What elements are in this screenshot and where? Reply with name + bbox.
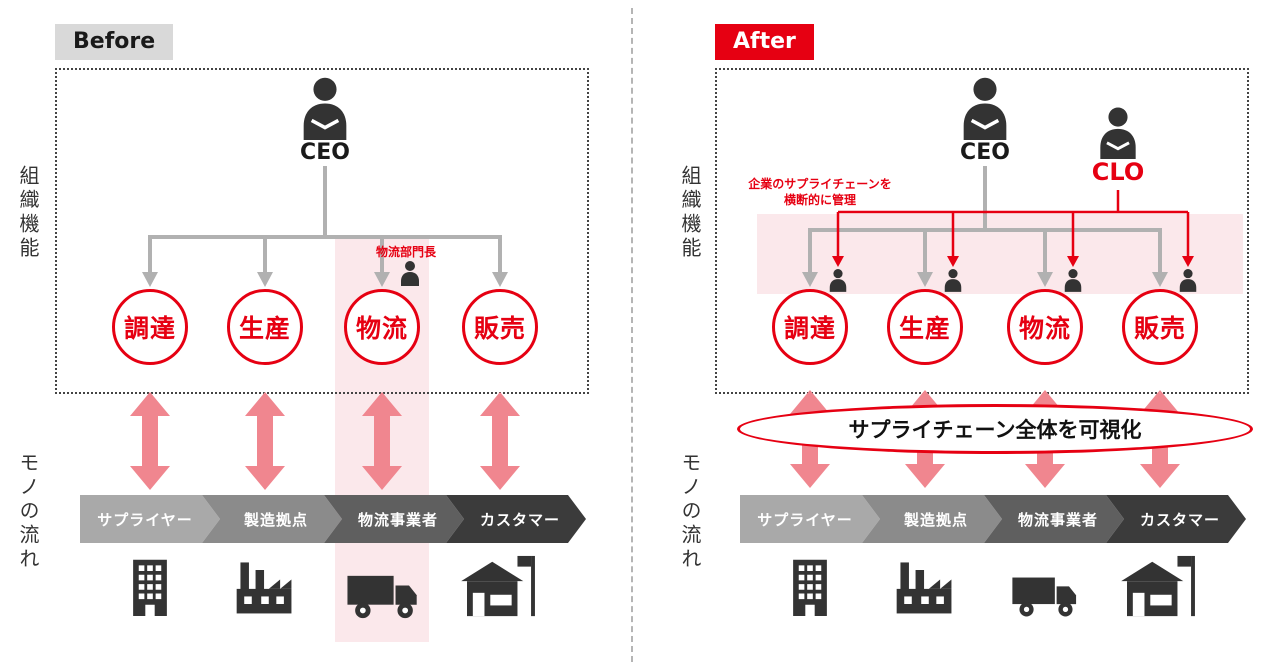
flow-segment-supplier: サプライヤー <box>80 495 220 543</box>
double-arrow-icon <box>130 392 170 490</box>
after-flow-axis-label: モノの流れ <box>678 452 702 572</box>
before-function-circle-sales: 販売 <box>462 289 538 365</box>
before-org-axis-label: 組織機能 <box>16 165 40 261</box>
before-function-circle-logistics: 物流 <box>344 289 420 365</box>
clo-note-line2: 横断的に管理 <box>783 193 856 208</box>
flow-segment-manufacturing: 製造拠点 <box>862 495 1002 543</box>
double-arrow-icon <box>362 392 402 490</box>
before-logistics-head-note: 物流部門長 <box>376 245 437 259</box>
managed-person-icon <box>1179 269 1197 292</box>
ceo-icon <box>963 77 1007 140</box>
store-icon <box>461 555 535 617</box>
flow-segment-supplier: サプライヤー <box>740 495 880 543</box>
before-org-box <box>55 68 589 394</box>
after-badge: After <box>715 24 814 61</box>
after-function-circle-sales: 販売 <box>1122 289 1198 365</box>
before-function-circle-production: 生産 <box>227 289 303 365</box>
managed-person-icon <box>1064 269 1082 292</box>
before-ceo-label: CEO <box>300 140 350 165</box>
double-arrow-icon <box>480 392 520 490</box>
after-clo-label: CLO <box>1091 158 1145 186</box>
factory-icon <box>236 562 292 614</box>
store-icon <box>1121 555 1195 617</box>
after-function-circle-procurement: 調達 <box>772 289 848 365</box>
ceo-icon <box>303 77 347 140</box>
flow-segment-manufacturing: 製造拠点 <box>202 495 342 543</box>
logistics-head-person-icon <box>401 261 419 286</box>
flow-segment-customer: カスタマー <box>1106 495 1246 543</box>
managed-person-icon <box>829 269 847 292</box>
after-org-box <box>715 68 1249 394</box>
truck-icon <box>347 575 417 619</box>
after-org-axis-label: 組織機能 <box>678 165 702 261</box>
supply-chain-visibility-ellipse: サプライチェーン全体を可視化 <box>737 404 1253 454</box>
divider-line <box>631 8 633 662</box>
before-badge: Before <box>55 24 174 61</box>
clo-icon <box>1100 107 1136 159</box>
flow-segment-logistics-provider: 物流事業者 <box>324 495 464 543</box>
after-function-circle-production: 生産 <box>887 289 963 365</box>
double-arrow-icon <box>245 392 285 490</box>
after-ceo-label: CEO <box>960 140 1010 165</box>
managed-person-icon <box>944 269 962 292</box>
before-function-circle-procurement: 調達 <box>112 289 188 365</box>
after-function-circle-logistics: 物流 <box>1007 289 1083 365</box>
clo-note-line1: 企業のサプライチェーンを <box>748 177 892 191</box>
flow-segment-customer: カスタマー <box>446 495 586 543</box>
building-icon <box>133 559 167 616</box>
building-icon <box>793 559 827 616</box>
clo-management-note: 企業のサプライチェーンを 横断的に管理 <box>736 176 904 208</box>
factory-icon <box>896 562 952 614</box>
before-flow-axis-label: モノの流れ <box>16 452 40 572</box>
truck-icon <box>1012 577 1077 617</box>
flow-segment-logistics-provider: 物流事業者 <box>984 495 1124 543</box>
